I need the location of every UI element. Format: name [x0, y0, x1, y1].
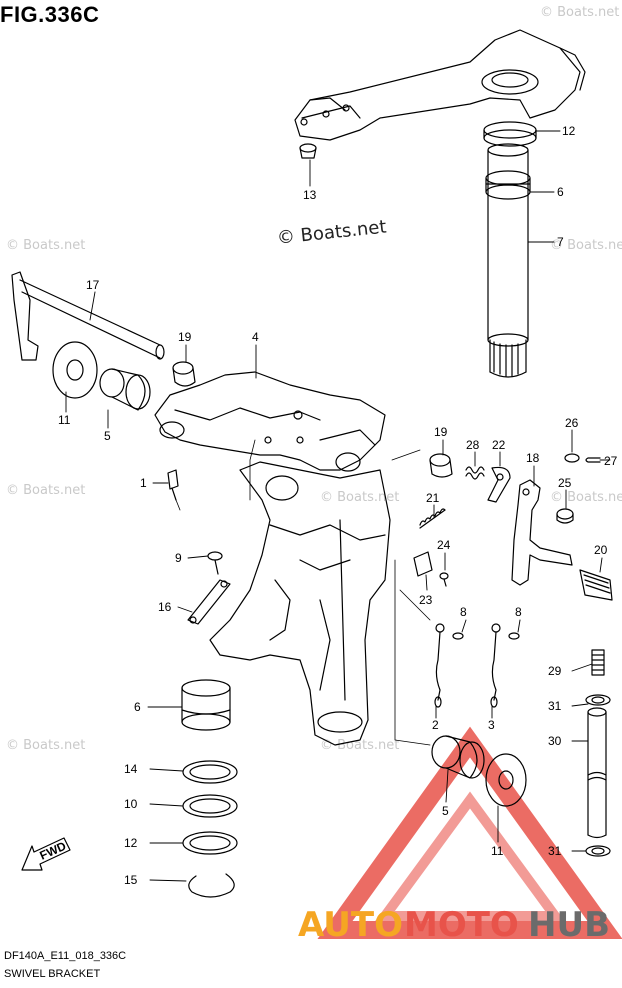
ground-wire-2 — [434, 623, 464, 708]
drawing-subtitle: SWIVEL BRACKET — [4, 968, 101, 980]
callout-16: 16 — [158, 600, 172, 614]
callout-5-right: 5 — [442, 804, 449, 818]
watermark-faint: © Boats.net — [550, 238, 622, 253]
callout-11-right: 11 — [491, 844, 504, 858]
leader-lines — [65, 130, 611, 882]
callout-6-top: 6 — [557, 185, 564, 199]
callout-labels: 12 6 7 13 17 19 4 11 5 1 19 28 22 18 26 … — [58, 124, 618, 887]
watermark-faint: © Boats.net — [6, 738, 86, 753]
steering-shaft-7 — [487, 143, 529, 378]
callout-14: 14 — [124, 762, 138, 776]
callout-24: 24 — [437, 538, 451, 552]
logo-wordmark: AUTO MOTO HUB — [298, 905, 610, 945]
plate-16 — [187, 579, 231, 625]
bushing-19-right — [429, 453, 453, 478]
screw-13 — [299, 143, 317, 159]
watermark-faint: © Boats.net — [320, 490, 400, 505]
callout-20: 20 — [594, 543, 608, 557]
spring-21 — [419, 508, 446, 529]
callout-10: 10 — [124, 797, 138, 811]
callout-1: 1 — [140, 476, 147, 490]
cam-22 — [487, 466, 511, 503]
watermark-faint: © Boats.net — [550, 490, 622, 505]
bolt-9 — [207, 551, 223, 575]
spring-28 — [465, 466, 485, 480]
callout-5-left: 5 — [104, 429, 111, 443]
callout-3: 3 — [488, 718, 495, 732]
bushing-6-bottom — [181, 679, 231, 731]
callout-19-left: 19 — [178, 330, 192, 344]
logo-triangle — [317, 726, 622, 939]
callout-8-right: 8 — [515, 605, 522, 619]
bolt-1 — [167, 469, 179, 501]
logo-part-hub: HUB — [528, 905, 610, 945]
callout-7: 7 — [557, 235, 564, 249]
callout-8-left: 8 — [460, 605, 467, 619]
callout-19-right: 19 — [434, 425, 448, 439]
pin-27 — [585, 457, 601, 463]
callout-29: 29 — [548, 664, 562, 678]
pin-29 — [591, 649, 605, 676]
callout-17: 17 — [86, 278, 100, 292]
collar-12 — [483, 121, 537, 147]
swivel-bracket-4 — [154, 371, 391, 746]
washer-14 — [182, 760, 238, 784]
steering-bracket — [294, 29, 586, 141]
callout-2: 2 — [432, 718, 439, 732]
bushing-5-right — [431, 735, 485, 779]
washer-10 — [182, 794, 238, 818]
nut-25 — [556, 508, 574, 524]
clip-31-bottom — [585, 845, 611, 857]
callout-31-top: 31 — [548, 699, 562, 713]
washer-26 — [564, 453, 580, 463]
watermark-faint: © Boats.net — [540, 5, 620, 20]
callout-13: 13 — [303, 188, 317, 202]
callout-28: 28 — [466, 438, 480, 452]
watermark-faint: © Boats.net — [6, 238, 86, 253]
bushing-19-left — [172, 361, 196, 387]
callout-4: 4 — [252, 330, 259, 344]
watermark-faint: © Boats.net — [6, 483, 86, 498]
drawing-code: DF140A_E11_018_336C — [4, 950, 127, 962]
callout-6-bottom: 6 — [134, 700, 141, 714]
grip-20 — [579, 569, 613, 601]
figure-title: FIG.336C — [0, 2, 100, 27]
bushing-5 — [99, 368, 151, 411]
callout-31-bottom: 31 — [548, 844, 562, 858]
hose-30 — [587, 707, 607, 839]
clip-31-top — [585, 694, 611, 706]
fwd-label: FWD — [38, 839, 69, 863]
callout-25: 25 — [558, 476, 572, 490]
callout-12-bottom: 12 — [124, 836, 138, 850]
tilt-tube-17 — [11, 271, 165, 361]
washer-11 — [52, 341, 98, 399]
callout-27: 27 — [604, 454, 618, 468]
callout-21: 21 — [426, 491, 440, 505]
callout-9: 9 — [175, 551, 182, 565]
watermark-faint: © Boats.net — [320, 738, 400, 753]
lever-18 — [511, 479, 573, 586]
logo-part-moto: MOTO — [404, 905, 519, 945]
washer-11-right — [485, 753, 527, 807]
snap-ring-15 — [188, 873, 235, 898]
washer-12 — [182, 831, 238, 855]
plate-24 — [413, 551, 449, 587]
assembly-lines — [175, 439, 431, 746]
bushing-6-top — [485, 170, 531, 200]
logo-part-auto: AUTO — [298, 905, 403, 945]
callout-18: 18 — [526, 451, 540, 465]
callout-30: 30 — [548, 734, 562, 748]
fwd-arrow-icon — [21, 837, 71, 871]
ground-wire-3 — [490, 623, 520, 708]
callout-23: 23 — [419, 593, 433, 607]
callout-22: 22 — [492, 438, 506, 452]
callout-12-top: 12 — [562, 124, 576, 138]
callout-15: 15 — [124, 873, 138, 887]
callout-11-left: 11 — [58, 413, 71, 427]
callout-26: 26 — [565, 416, 579, 430]
